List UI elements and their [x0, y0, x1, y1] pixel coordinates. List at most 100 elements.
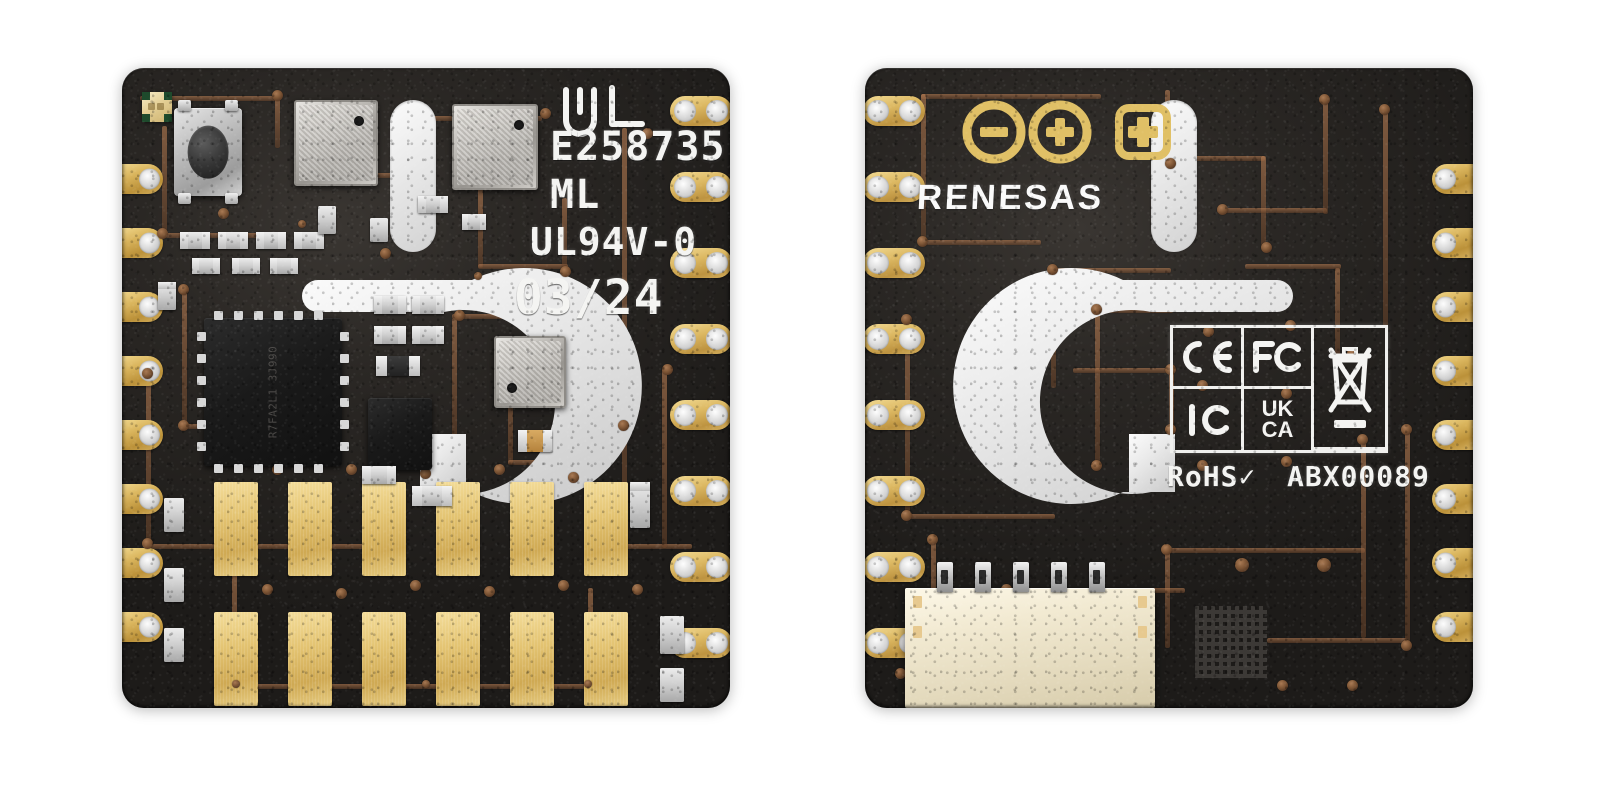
trace — [275, 96, 280, 148]
edge-pad-oblong[interactable] — [865, 476, 925, 506]
test-pad[interactable] — [510, 482, 554, 576]
via — [1347, 680, 1358, 691]
castellated-pad[interactable] — [122, 420, 163, 450]
edge-pad-oblong[interactable] — [670, 248, 730, 278]
via — [336, 588, 347, 599]
via — [420, 468, 431, 479]
test-pad[interactable] — [436, 612, 480, 706]
trace — [478, 264, 568, 269]
castellated-pad[interactable] — [1432, 164, 1473, 194]
trace — [622, 544, 692, 549]
test-pad[interactable] — [214, 482, 258, 576]
edge-pad-oblong[interactable] — [670, 172, 730, 202]
edge-pad-oblong[interactable] — [670, 476, 730, 506]
renesas-brand-logo: RENESAS — [916, 178, 1105, 217]
smd-passive — [256, 232, 286, 249]
castellated-pad[interactable] — [1432, 612, 1473, 642]
via — [1197, 380, 1208, 391]
via — [1091, 460, 1102, 471]
edge-pad-oblong[interactable] — [865, 400, 925, 430]
edge-pad-oblong[interactable] — [865, 324, 925, 354]
via — [558, 580, 569, 591]
trace — [1383, 108, 1388, 328]
user-pushbutton[interactable] — [174, 100, 242, 204]
ic-icon — [1188, 403, 1229, 436]
certification-mark-grid: UK CA — [1170, 325, 1388, 453]
via — [1281, 456, 1292, 467]
via — [494, 464, 505, 475]
ukca-line2: CA — [1261, 416, 1294, 442]
via — [1203, 326, 1214, 337]
test-pad[interactable] — [584, 482, 628, 576]
castellated-pad[interactable] — [122, 292, 163, 322]
vertical-routed-slot — [390, 100, 436, 252]
test-pad[interactable] — [288, 612, 332, 706]
via — [540, 108, 551, 119]
castellated-pad[interactable] — [1432, 420, 1473, 450]
ce-icon — [1182, 341, 1232, 373]
castellated-pad[interactable] — [122, 484, 163, 514]
test-pad[interactable] — [288, 482, 332, 576]
edge-pad-oblong[interactable] — [865, 172, 925, 202]
edge-pad-oblong[interactable] — [865, 248, 925, 278]
castellated-pad[interactable] — [1432, 356, 1473, 386]
jst-connector[interactable] — [905, 562, 1155, 708]
castellated-pad[interactable] — [122, 548, 163, 578]
test-pad[interactable] — [510, 612, 554, 706]
via — [917, 236, 928, 247]
via — [474, 272, 482, 280]
edge-pad-oblong[interactable] — [670, 324, 730, 354]
via — [298, 220, 306, 228]
castellated-pad[interactable] — [122, 228, 163, 258]
smd-passive — [232, 258, 260, 274]
smd-passive — [374, 296, 406, 314]
trace — [921, 240, 1041, 245]
via — [618, 420, 629, 431]
fcc-mark-cell — [1243, 328, 1315, 389]
castellated-pad[interactable] — [122, 164, 163, 194]
ic-mark-cell — [1173, 389, 1244, 450]
castellated-pad[interactable] — [1432, 548, 1473, 578]
mems-sensor-a — [294, 100, 378, 186]
via — [232, 680, 240, 688]
edge-pad-oblong[interactable] — [670, 400, 730, 430]
edge-pad-oblong[interactable] — [865, 552, 925, 582]
smd-passive — [630, 482, 650, 528]
test-pad[interactable] — [362, 612, 406, 706]
edge-pad-oblong[interactable] — [670, 96, 730, 126]
via — [1357, 434, 1368, 445]
smd-passive — [164, 628, 184, 662]
smd-passive — [412, 296, 444, 314]
test-pad[interactable] — [362, 482, 406, 576]
trace — [1335, 268, 1340, 358]
castellated-pad[interactable] — [1432, 228, 1473, 258]
pcb-front-board: R7FA2L1 3J990 — [122, 68, 730, 708]
trace — [508, 368, 513, 464]
connector-pin — [1089, 562, 1105, 592]
smd-passive — [462, 214, 486, 230]
castellated-pad[interactable] — [122, 612, 163, 642]
smd-passive — [518, 430, 552, 452]
rohs-mark: RoHS✓ — [1167, 460, 1257, 493]
fcc-icon — [1253, 341, 1302, 373]
ul-recognized-logo — [563, 85, 645, 137]
smd-passive — [418, 196, 448, 213]
castellated-pad[interactable] — [1432, 484, 1473, 514]
via — [346, 464, 357, 475]
test-pad[interactable] — [214, 612, 258, 706]
via — [380, 248, 391, 259]
trace — [1267, 638, 1407, 643]
test-pad[interactable] — [584, 612, 628, 706]
back-board-surface: RENESAS — [865, 68, 1473, 708]
via — [632, 584, 643, 595]
vertical-routed-slot — [1151, 100, 1197, 252]
castellated-pad[interactable] — [1432, 292, 1473, 322]
edge-pad-oblong[interactable] — [865, 96, 925, 126]
via — [410, 580, 421, 591]
trace — [905, 514, 1055, 519]
via — [262, 584, 273, 595]
edge-pad-oblong[interactable] — [670, 552, 730, 582]
trace — [1323, 98, 1328, 214]
smd-passive — [164, 568, 184, 602]
